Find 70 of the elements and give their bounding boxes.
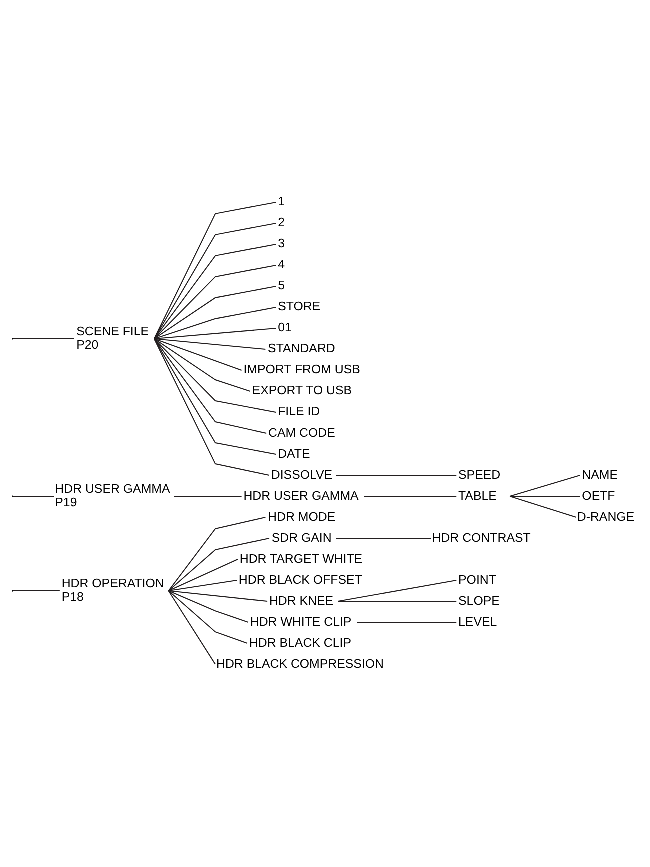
node-text: 2	[278, 216, 285, 230]
connector	[154, 338, 251, 392]
node-text: HDR BLACK OFFSET	[238, 572, 362, 587]
node-text: HDR CONTRAST	[432, 530, 531, 545]
node-text: 01	[278, 320, 292, 335]
connector	[154, 338, 270, 476]
node-text: HDR OPERATION P18	[62, 576, 164, 604]
connector	[364, 496, 457, 498]
node-text: HDR BLACK CLIP	[249, 636, 352, 650]
connector	[510, 496, 580, 498]
connector	[168, 590, 268, 602]
connector	[154, 264, 276, 340]
node-text: HDR MODE	[268, 510, 336, 524]
connector	[154, 338, 267, 434]
connector	[154, 338, 276, 456]
node-text: D-RANGE	[577, 510, 635, 524]
node-text: 5	[278, 278, 285, 293]
connector	[154, 202, 276, 340]
node-text: HDR USER GAMMA P19	[55, 482, 170, 510]
connector	[154, 222, 276, 340]
node-text: HDR WHITE CLIP	[250, 614, 352, 629]
connector	[154, 338, 242, 371]
connector	[357, 622, 457, 624]
connector	[336, 474, 457, 476]
node-text: LEVEL	[458, 614, 498, 629]
connector	[510, 496, 577, 518]
node-text: SDR GAIN	[272, 530, 332, 545]
connector	[13, 338, 74, 340]
node-text: STORE	[278, 300, 321, 314]
connector	[154, 338, 266, 350]
connector	[154, 306, 276, 340]
connector	[338, 601, 457, 602]
connector	[336, 538, 432, 540]
connector	[168, 590, 249, 624]
node-text: SCENE FILE P20	[76, 324, 150, 352]
node-text: OETF	[582, 488, 616, 503]
node-text: STANDARD	[268, 342, 336, 356]
node-text: DATE	[278, 446, 310, 461]
connector	[13, 496, 54, 498]
node-text: SPEED	[458, 468, 501, 482]
connector	[168, 590, 216, 665]
connector	[168, 538, 270, 592]
node-text: SLOPE	[458, 594, 500, 608]
connector	[154, 286, 276, 340]
node-text: EXPORT TO USB	[252, 384, 352, 398]
connector	[168, 590, 248, 644]
node-text: POINT	[458, 572, 496, 587]
connector	[168, 580, 238, 592]
node-text: HDR BLACK COMPRESSION	[216, 656, 384, 671]
connector	[154, 328, 276, 340]
node-text: 1	[278, 194, 285, 209]
node-text: NAME	[582, 468, 618, 482]
node-text: CAM CODE	[268, 426, 336, 440]
connector	[154, 338, 276, 414]
connector	[168, 517, 266, 592]
connector	[338, 580, 457, 602]
node-text: HDR TARGET WHITE	[240, 552, 363, 566]
node-text: 3	[278, 236, 285, 251]
node-text: IMPORT FROM USB	[244, 362, 360, 377]
connector	[174, 496, 242, 498]
node-text: FILE ID	[278, 404, 320, 419]
connector	[168, 559, 238, 592]
node-text: DISSOLVE	[271, 468, 333, 482]
node-text: 4	[278, 258, 285, 272]
node-text: HDR USER GAMMA	[244, 488, 359, 503]
node-text: HDR KNEE	[269, 594, 334, 608]
connector	[13, 590, 60, 592]
connector	[510, 475, 580, 498]
connector	[154, 244, 276, 340]
node-text: TABLE	[458, 488, 497, 503]
